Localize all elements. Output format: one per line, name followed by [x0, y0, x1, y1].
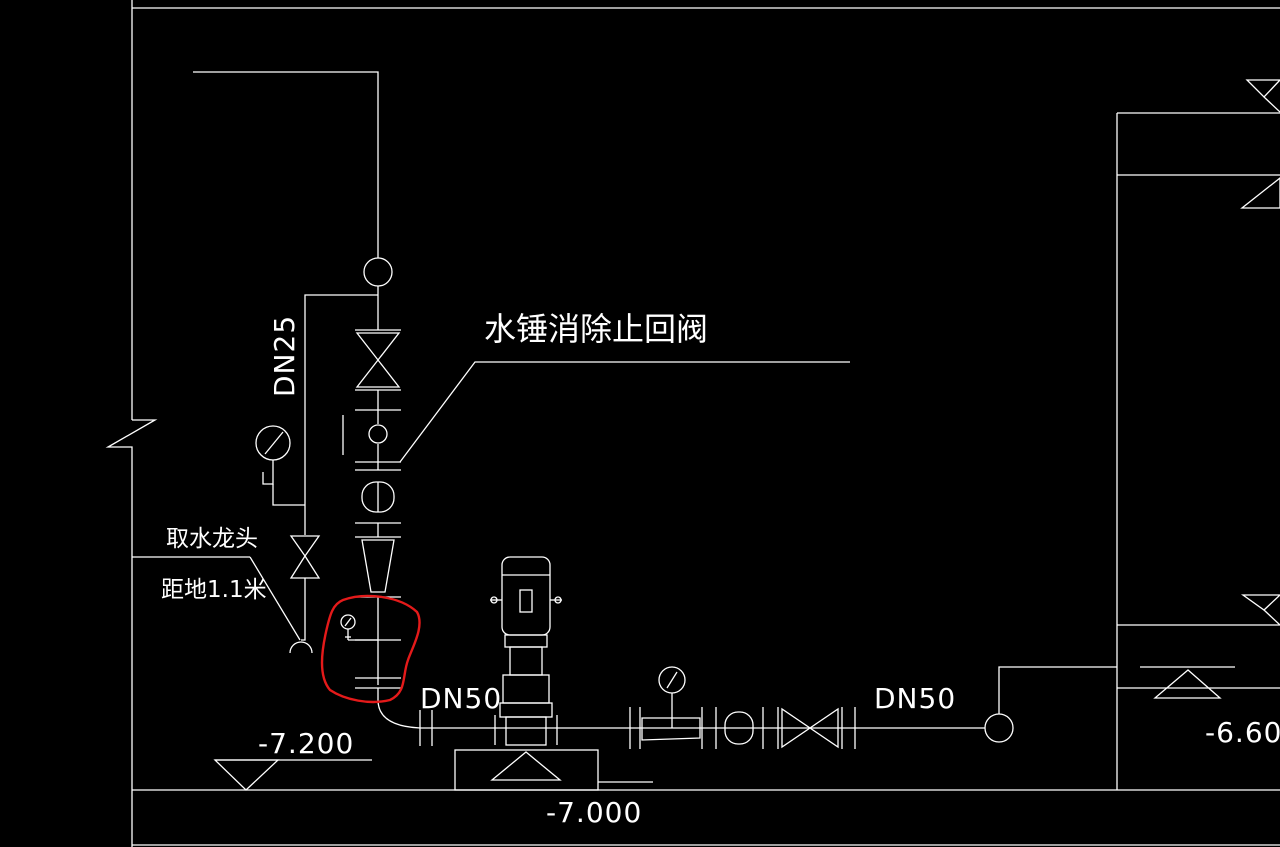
dn25-branch: [249, 294, 378, 654]
check-valve-icon: [342, 409, 401, 463]
elevation-marker-left: [213, 759, 372, 791]
main-riser: [193, 71, 421, 729]
elevation-right-label: -6.600: [1205, 716, 1280, 749]
gate-valve-icon: [355, 329, 401, 391]
elevation-bottom-label: -7.000: [546, 796, 642, 829]
tap-label-line1: 取水龙头: [166, 526, 258, 552]
pipe-rise-circle: [984, 713, 1014, 743]
tap-label-line2: 距地1.1米: [161, 577, 267, 603]
pump-icon: [490, 556, 562, 781]
water-tank: [1116, 79, 1280, 790]
pump-base: [454, 749, 653, 791]
flexible-joint-icon: [355, 469, 401, 524]
horizontal-flexible-joint-icon: [715, 707, 764, 749]
building-outline: [105, 0, 1280, 847]
pressure-gauge-icon: [255, 425, 291, 461]
pipe-turn-circle: [363, 257, 393, 287]
reducer-icon: [355, 536, 401, 598]
dn25-label: DN25: [268, 315, 301, 397]
dn50-left-label: DN50: [420, 682, 502, 715]
dn50-right-label: DN50: [874, 682, 956, 715]
red-markup-circle: [320, 594, 421, 704]
discharge-pressure-gauge-icon: [658, 666, 686, 728]
branch-gate-valve-icon: [289, 535, 321, 579]
elevation-left-label: -7.200: [258, 727, 354, 760]
check-valve-label: 水锤消除止回阀: [484, 310, 708, 348]
horizontal-check-valve-icon: [629, 707, 703, 749]
discharge-pipe: [419, 556, 1117, 791]
horizontal-gate-valve-icon: [777, 707, 856, 749]
check-valve-callout: [399, 361, 850, 463]
small-pressure-gauge-icon: [340, 614, 378, 641]
